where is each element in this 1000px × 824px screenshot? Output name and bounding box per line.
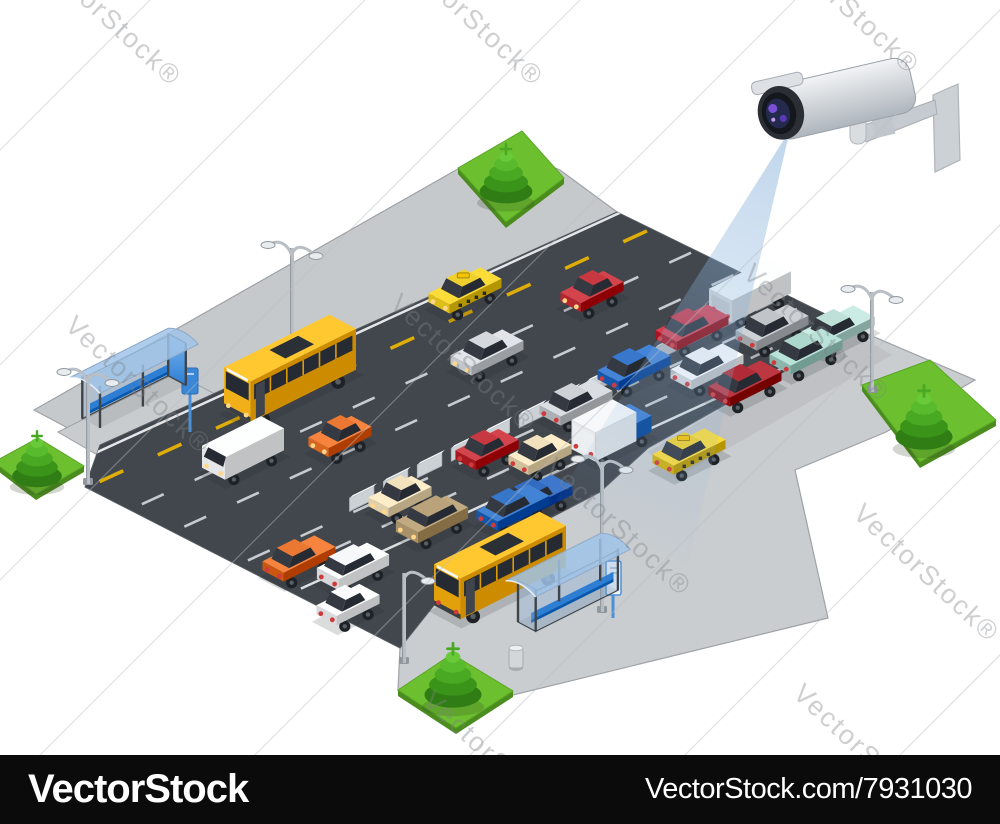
- footer-image-url: VectorStock.com/7931030: [644, 773, 973, 805]
- vehicle-van: [197, 416, 291, 490]
- camera-beam: [556, 130, 790, 566]
- vehicle-hatch: [303, 415, 378, 468]
- street-lamp: [56, 367, 120, 485]
- cctv-camera-icon: [750, 57, 961, 173]
- vehicle-hatch: [311, 583, 386, 636]
- footer-bar: VectorStock VectorStock.com/7931030: [0, 755, 1000, 824]
- vehicle-minivan: [312, 542, 396, 600]
- pine-tree: [421, 641, 485, 717]
- pine-tree: [9, 430, 65, 495]
- vehicle-sedan: [765, 328, 849, 385]
- vehicle-bus: [218, 314, 364, 432]
- vehicle-taxi: [424, 267, 508, 324]
- vehicle-sedan: [446, 329, 530, 386]
- vehicle-hatch: [363, 475, 438, 528]
- street-lamp: [260, 240, 324, 349]
- street-lamp: [399, 570, 436, 664]
- vehicle-minivan: [391, 495, 475, 553]
- traffic-cctv-illustration: [0, 57, 997, 734]
- vehicle-sedan: [258, 535, 342, 592]
- pine-tree: [892, 383, 956, 459]
- footer-brand: VectorStock: [28, 767, 249, 811]
- vehicle-hatch: [555, 270, 630, 323]
- vehicle-hatch: [450, 428, 525, 481]
- pine-tree: [477, 142, 535, 212]
- street-lamp: [840, 284, 904, 393]
- vehicle-hatch: [503, 433, 578, 486]
- trash-bin: [508, 644, 524, 671]
- bus-shelter: [505, 532, 632, 633]
